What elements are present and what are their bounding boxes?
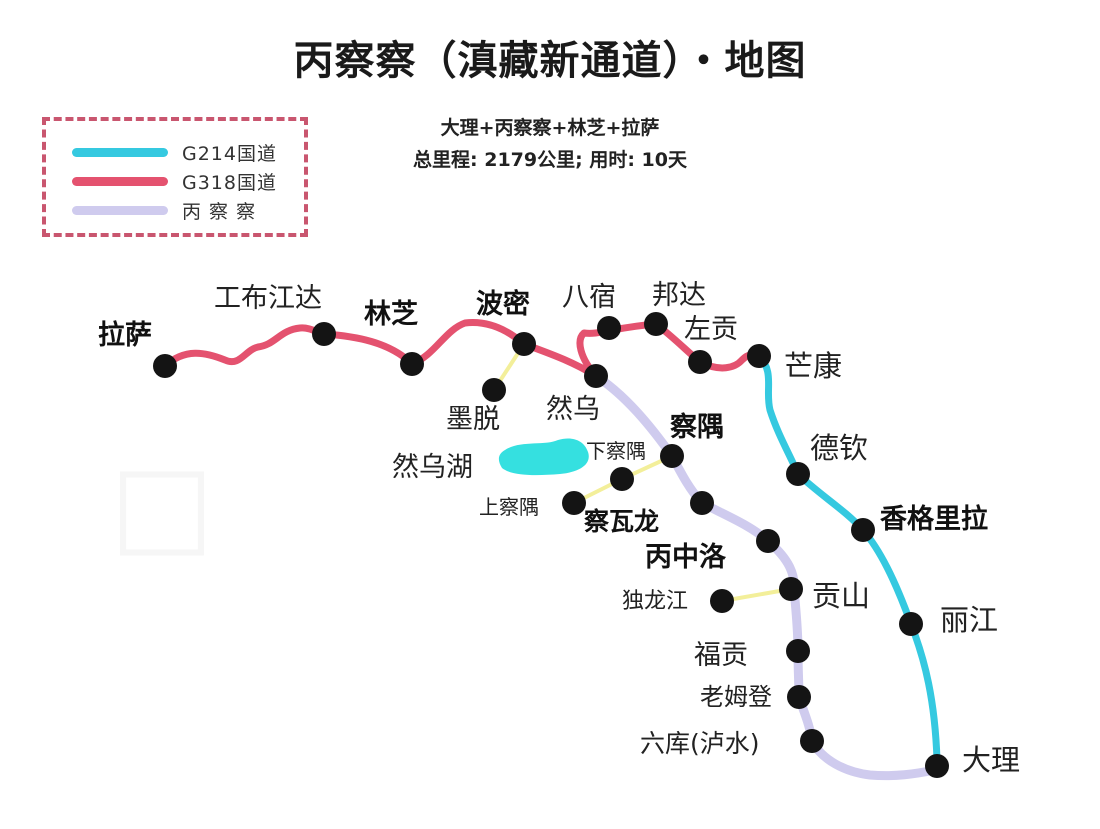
station-label: 丙中洛 xyxy=(645,542,727,573)
station-label: 波密 xyxy=(476,288,530,320)
station-label: 工布江达 xyxy=(214,283,322,314)
station-label: 左贡 xyxy=(684,314,738,345)
station-node xyxy=(482,378,506,402)
station-label: 下察隅 xyxy=(586,439,646,463)
legend-label: G214国道 xyxy=(182,142,277,165)
route-distance: 总里程: 2179公里; 用时: 10天 xyxy=(413,149,687,171)
station-node xyxy=(644,312,668,336)
route-summary: 大理+丙察察+林芝+拉萨 总里程: 2179公里; 用时: 10天 xyxy=(340,112,760,176)
station-label: 墨脱 xyxy=(446,404,500,435)
station-node xyxy=(710,589,734,613)
legend-item-g318: G318国道 xyxy=(72,168,277,194)
station-label: 六库(泸水) xyxy=(640,729,760,758)
station-node xyxy=(786,462,810,486)
map-title: 丙察察（滇藏新通道）・地图 xyxy=(293,38,807,84)
station-node xyxy=(660,444,684,468)
station-node xyxy=(786,639,810,663)
station-node xyxy=(562,491,586,515)
legend-item-bingchacha: 丙 察 察 xyxy=(72,197,256,223)
lake-label: 然乌湖 xyxy=(392,452,473,483)
station-node xyxy=(851,518,875,542)
station-node xyxy=(787,685,811,709)
legend-item-g214: G214国道 xyxy=(72,139,277,165)
station-node xyxy=(899,612,923,636)
station-label: 德钦 xyxy=(810,431,868,465)
lake-ranwu xyxy=(498,438,589,476)
station-node xyxy=(779,577,803,601)
route-line: 大理+丙察察+林芝+拉萨 xyxy=(440,117,660,139)
station-node xyxy=(747,344,771,368)
station-label: 大理 xyxy=(962,743,1020,777)
legend-label: G318国道 xyxy=(182,171,277,194)
roads xyxy=(161,319,941,781)
legend-swatch-bingchacha xyxy=(72,205,168,215)
station-node xyxy=(800,729,824,753)
legend-swatch-g318 xyxy=(72,176,168,186)
station-labels: 拉萨 工布江达林芝 波密 八宿 邦达左贡芒康墨脱 然乌察隅下察隅上察隅察瓦龙丙中洛 德钦香格… xyxy=(98,280,1020,777)
legend-swatch-g214 xyxy=(72,147,168,157)
station-node xyxy=(153,354,177,378)
station-label: 上察隅 xyxy=(479,495,539,519)
road-g214 xyxy=(755,352,941,764)
station-node xyxy=(597,316,621,340)
station-node xyxy=(400,352,424,376)
station-label: 八宿 xyxy=(562,282,616,313)
station-label: 老姆登 xyxy=(700,683,772,711)
station-label: 林芝 xyxy=(364,299,418,330)
station-label: 芒康 xyxy=(784,349,842,383)
station-label: 贡山 xyxy=(812,579,870,613)
station-node xyxy=(756,529,780,553)
station-node xyxy=(610,467,634,491)
station-label: 察瓦龙 xyxy=(584,507,659,536)
station-node xyxy=(312,322,336,346)
road-g318 xyxy=(161,319,763,380)
station-node xyxy=(688,350,712,374)
station-node xyxy=(584,364,608,388)
station-label: 察隅 xyxy=(670,411,724,443)
station-node xyxy=(925,754,949,778)
station-node xyxy=(512,332,536,356)
legend-label: 丙 察 察 xyxy=(182,200,257,223)
station-label: 丽江 xyxy=(940,603,998,637)
station-nodes xyxy=(153,312,949,778)
station-label: 拉萨 xyxy=(98,319,152,351)
legend: G214国道 G318国道 丙 察 察 xyxy=(42,117,308,237)
station-label: 独龙江 xyxy=(622,589,688,614)
station-label: 邦达 xyxy=(652,280,706,311)
station-label: 香格里拉 xyxy=(880,503,988,535)
road-bingchacha xyxy=(591,371,940,781)
station-label: 然乌 xyxy=(546,394,600,425)
station-label: 福贡 xyxy=(694,640,748,671)
station-node xyxy=(690,491,714,515)
